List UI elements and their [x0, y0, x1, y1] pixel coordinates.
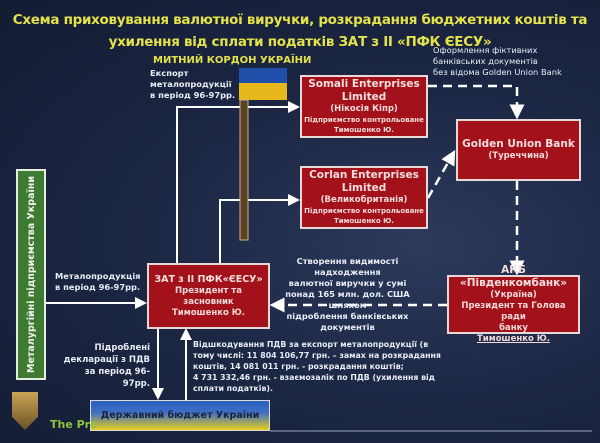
export-note: Експорт металопродукції в період 96-97рр… — [150, 68, 235, 101]
title-line-1: Схема приховування валютної виручки, роз… — [12, 12, 588, 28]
bank-name: АКБ «Південкомбанк» — [459, 264, 568, 289]
visibility-note: Створення видимості надходження валютної… — [270, 256, 425, 333]
note-line: Оформлення фіктивних — [433, 45, 538, 55]
zat-name: ЗАТ з ІІ ПФК«ЄЕСУ» — [154, 274, 263, 285]
note-line: валютної виручки у сумі — [288, 278, 407, 288]
budget-label: Державний бюджет України — [100, 410, 260, 421]
diagram-title: Схема приховування валютної виручки, роз… — [0, 9, 600, 53]
control-note: Підприємство контрольоване — [304, 116, 424, 124]
zat-box: ЗАТ з ІІ ПФК«ЄЕСУ» Президент та засновни… — [147, 263, 270, 329]
zat-person: Тимошенко Ю. — [172, 308, 245, 318]
note-line: Підроблені — [94, 343, 150, 353]
note-line: понад 165 млн. дол. США шляхом — [285, 289, 410, 310]
note-line: Створення видимості надходження — [296, 256, 399, 277]
control-person: Тимошенко Ю. — [333, 217, 395, 225]
metal-note: Металопродукція в період 96-97рр. — [55, 271, 141, 293]
note-line: в період 96-97рр. — [150, 90, 236, 100]
zat-role: Президент та засновник — [175, 286, 242, 307]
note-line: Металопродукція — [55, 271, 141, 281]
control-person: Тимошенко Ю. — [333, 126, 395, 134]
note-line: банківських документів — [433, 56, 538, 66]
arrow-zat-to-corlan — [219, 194, 300, 263]
bank-name: Golden Union Bank — [462, 138, 575, 150]
note-line: декларації з ПДВ — [63, 355, 150, 365]
note-line: тому числі: 11 804 106,77 грн. – замах н… — [193, 351, 441, 360]
flag-yellow — [239, 83, 287, 100]
note-line: 4 731 332,46 грн. - взаємозалік по ПДВ (… — [193, 373, 435, 382]
vat-note: Відшкодування ПДВ за експорт металопроду… — [193, 339, 441, 394]
akb-box: АКБ «Південкомбанк» (Україна) Президент … — [447, 264, 580, 344]
bank-person: Тимошенко Ю. — [477, 334, 550, 344]
dashed-somali-to-golden — [428, 84, 525, 120]
company-name: Somali Enterprises — [308, 78, 420, 90]
golden-union-box: Golden Union Bank (Туреччина) — [456, 119, 581, 181]
metallurgy-box: Металургійні підприємства України — [16, 169, 46, 380]
footer-text: The Pro — [50, 418, 98, 431]
state-budget-box: Державний бюджет України — [90, 400, 270, 431]
company-name: Corlan Enterprises — [309, 169, 419, 181]
company-name: Limited — [341, 182, 387, 194]
corlan-box: Corlan Enterprises Limited (Великобритан… — [300, 166, 428, 229]
border-label: МИТНИЙ КОРДОН УКРАЇНИ — [153, 55, 312, 66]
company-name: Limited — [341, 91, 387, 103]
fictitious-note: Оформлення фіктивних банківських докумен… — [433, 45, 562, 78]
company-location: (Нікосія Кіпр) — [330, 104, 398, 114]
note-line: без відома Golden Union Bank — [433, 67, 562, 77]
flag-pole — [239, 99, 249, 241]
note-line: Експорт — [150, 68, 189, 78]
dashed-corlan-to-golden — [426, 149, 456, 199]
arrow-zat-to-somali — [176, 101, 300, 263]
bank-role: банку — [499, 323, 528, 333]
note-line: в період 96-97рр. — [55, 282, 141, 292]
flag-blue — [239, 68, 287, 83]
note-line: Відшкодування ПДВ за експорт металопроду… — [193, 340, 429, 349]
bank-location: (Україна) — [490, 290, 537, 300]
title-line-2: ухилення від сплати податків ЗАТ з ІІ «П… — [108, 34, 492, 50]
note-line: за період 96-97рр. — [84, 367, 150, 389]
control-note: Підприємство контрольоване — [304, 207, 424, 215]
note-line: підроблення банківських документів — [286, 311, 409, 332]
fake-declarations-note: Підроблені декларації з ПДВ за період 96… — [60, 342, 150, 390]
bank-role: Президент та Голова ради — [461, 301, 566, 322]
note-line: сплати податків). — [193, 384, 273, 393]
note-line: коштів, 14 081 011 грн. - розкрадання ко… — [193, 362, 404, 371]
bank-location: (Туреччина) — [488, 151, 549, 161]
note-line: металопродукції — [150, 79, 232, 89]
metallurgy-label: Металургійні підприємства України — [25, 175, 37, 374]
company-location: (Великобританія) — [320, 195, 408, 205]
somali-box: Somali Enterprises Limited (Нікосія Кіпр… — [300, 75, 428, 138]
